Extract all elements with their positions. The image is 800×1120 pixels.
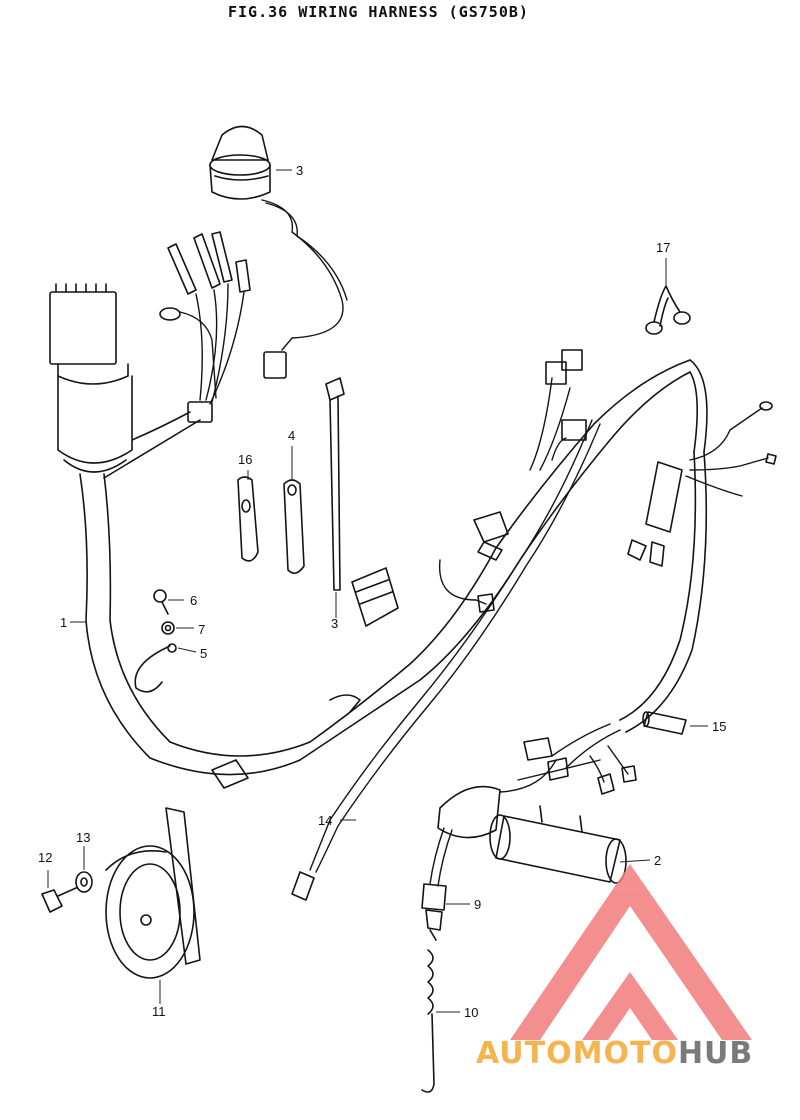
callout-17: 17: [656, 240, 670, 255]
spring-rod: [421, 949, 435, 1093]
harness-band-16: [237, 476, 259, 562]
harness-band-4: [283, 479, 305, 574]
callout-2: 2: [654, 853, 661, 868]
lead-wire: [291, 419, 601, 901]
fuse: [642, 711, 687, 735]
watermark-logo: [510, 864, 752, 1040]
callout-7: 7: [198, 622, 205, 637]
cable-tie: [325, 377, 345, 591]
callout-13: 13: [76, 830, 90, 845]
main-wiring-harness: [49, 231, 777, 789]
callout-15: 15: [712, 719, 726, 734]
callouts: 1 2 3 3 4 5 6 7 9 10 11 12 13 14 15 16 1…: [38, 163, 726, 1020]
watermark-brand: AUTOMOTOHUB: [476, 1036, 753, 1071]
hook: [134, 643, 177, 693]
callout-1: 1: [60, 615, 67, 630]
ignition-coil: [437, 723, 637, 884]
bolt: [41, 887, 77, 913]
callout-12: 12: [38, 850, 52, 865]
callout-4: 4: [288, 428, 295, 443]
callout-14: 14: [318, 813, 332, 828]
wire-clamp: [645, 285, 691, 335]
callout-16: 16: [238, 452, 252, 467]
sensor: [421, 827, 453, 941]
horn: [105, 807, 201, 979]
callout-5: 5: [200, 646, 207, 661]
brand-part-auto: AUTO: [476, 1036, 573, 1071]
callout-10: 10: [464, 1005, 478, 1020]
callout-11: 11: [152, 1004, 166, 1019]
washer: [161, 621, 175, 635]
callout-3-top: 3: [296, 163, 303, 178]
callout-3-bottom: 3: [331, 616, 338, 631]
ignition-switch: [209, 125, 348, 379]
brand-part-hub: HUB: [677, 1036, 754, 1071]
callout-9: 9: [474, 897, 481, 912]
lock-washer: [75, 871, 93, 893]
brand-part-moto: MOTO: [572, 1036, 678, 1071]
screw: [153, 589, 169, 615]
figure-title: FIG.36 WIRING HARNESS (GS750B): [228, 3, 529, 21]
leader-lines: [47, 169, 708, 1013]
callout-6: 6: [190, 593, 197, 608]
harness-clip: [351, 567, 399, 627]
